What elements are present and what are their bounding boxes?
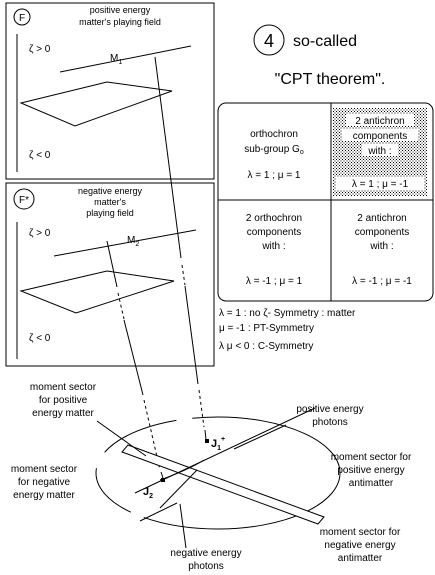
cell-2-bg-1 [346, 114, 414, 126]
panel-fstar-caption-2: matter's [94, 197, 126, 207]
panel-f-zeta-neg: ζ < 0 [29, 150, 51, 161]
symmetry-legend: λ = 1 : no ζ- Symmetry : matter μ = -1 :… [219, 308, 356, 352]
legend-line-2: μ = -1 : PT-Symmetry [219, 323, 314, 334]
legend-line-3: λ μ < 0 : C-Symmetry [219, 341, 313, 352]
moment-space: J1+ J2 [95, 407, 341, 549]
cell-4-line1: 2 antichron [357, 213, 406, 224]
label-neg-antimatter-2: negative energy [324, 540, 395, 551]
m1-projection-upper [154, 56, 182, 259]
label-pos-antimatter-1: moment sector for [331, 452, 412, 463]
cell-1-line2: sub-group Go [244, 144, 304, 156]
cell-2-line3: with : [367, 146, 391, 157]
leader-neg-photons [179, 503, 187, 549]
leader-neg-matter [139, 502, 178, 522]
j2-label: J2 [143, 486, 153, 500]
panel-f-m1-line [59, 45, 192, 73]
panel-f-caption-1: positive energy [90, 5, 151, 15]
cell-2-line2: components [353, 131, 407, 142]
label-neg-antimatter-1: moment sector for [320, 527, 401, 538]
panel-fstar-badge: F* [19, 195, 29, 206]
table-cell-4: 2 antichron components with : λ = -1 ; μ… [352, 213, 412, 287]
panel-f-caption-2: matter's playing field [79, 17, 161, 27]
m2-projection-hidden [117, 292, 125, 320]
panel-fstar-badge-circle [13, 188, 35, 210]
panel-f: F positive energy matter's playing field… [5, 2, 215, 180]
label-neg-matter-3: energy matter [13, 490, 75, 501]
cell-1-params: λ = 1 ; μ = 1 [247, 170, 300, 181]
table-cell-2: 2 antichron components with : λ = 1 ; μ … [336, 114, 424, 190]
m1-projection-mid [184, 285, 199, 385]
j1-label: J1+ [211, 436, 225, 452]
label-neg-photons-2: photons [188, 561, 224, 572]
cell-3-line3: with : [261, 241, 285, 252]
central-band [121, 444, 325, 525]
m2-projection-end [160, 471, 164, 479]
leader-pos-matter [96, 420, 147, 457]
label-pos-matter-2: for positive [39, 395, 88, 406]
leader-pos-photons [233, 424, 287, 450]
label-neg-photons-1: negative energy [170, 548, 241, 559]
title-number-circle [253, 24, 285, 56]
legend-line-1: λ = 1 : no ζ- Symmetry : matter [219, 308, 356, 319]
label-neg-antimatter-3: antimatter [338, 553, 383, 564]
m2-projection-upper [106, 240, 118, 288]
cell-4-params: λ = -1 ; μ = -1 [352, 276, 412, 287]
label-pos-matter-1: moment sector [30, 382, 97, 393]
title-block: 4 so-called "CPT theorem". [253, 24, 386, 88]
j2-point [161, 478, 165, 482]
panel-fstar-m2-line [53, 229, 197, 257]
panel-f-plane [19, 81, 173, 127]
cell-2-params: λ = 1 ; μ = -1 [352, 179, 409, 190]
m2-projection-mid [123, 319, 144, 396]
panel-fstar-caption-1: negative energy [78, 186, 143, 196]
panel-f-zeta-pos: ζ > 0 [29, 44, 51, 55]
group-table: orthochron sub-group Go λ = 1 ; μ = 1 2 … [217, 102, 434, 302]
panel-f-frame [5, 2, 215, 180]
cell-2-bg-2 [342, 129, 418, 141]
divider-line-2 [159, 469, 198, 509]
label-pos-antimatter-2: positive energy [337, 465, 404, 476]
panel-fstar-m2-label: M2 [127, 235, 139, 248]
table-cell-1: orthochron sub-group Go λ = 1 ; μ = 1 [244, 129, 304, 181]
m1-projection-dashed [198, 389, 205, 428]
cell-4-line2: components [355, 227, 409, 238]
projection-lines [106, 56, 207, 479]
panel-fstar-frame [5, 182, 215, 367]
panel-fstar-caption-3: playing field [86, 208, 134, 218]
cell-3-params: λ = -1 ; μ = 1 [246, 276, 303, 287]
panel-f-badge-circle [13, 8, 31, 26]
cell-3-line1: 2 orthochron [246, 213, 302, 224]
cell-3-line2: components [247, 227, 301, 238]
label-neg-matter-1: moment sector [11, 464, 78, 475]
title-number: 4 [264, 31, 274, 51]
cell-2-line1: 2 antichron [355, 116, 404, 127]
label-neg-matter-2: for negative [18, 477, 71, 488]
title-theorem: "CPT theorem". [275, 71, 386, 88]
sector-labels: moment sector for positive energy matter… [11, 382, 412, 572]
label-pos-photons-1: positive energy [296, 404, 363, 415]
panel-f-badge: F [19, 13, 25, 24]
panel-f-m1-label: M1 [110, 53, 122, 66]
label-pos-matter-3: energy matter [32, 408, 94, 419]
panel-fstar-zeta-pos: ζ > 0 [29, 228, 51, 239]
title-word: so-called [293, 33, 357, 50]
cell-1-line1: orthochron [250, 129, 298, 140]
label-pos-antimatter-3: antimatter [349, 478, 394, 489]
m1-projection-end [204, 429, 207, 441]
label-pos-photons-2: photons [312, 417, 348, 428]
cell-4-line3: with : [369, 241, 393, 252]
cell-2-bg-4 [336, 177, 424, 190]
moment-ellipse [95, 416, 341, 530]
cell-2-bg-3 [362, 144, 398, 156]
panel-fstar: F* negative energy matter's playing fiel… [5, 182, 215, 367]
panel-fstar-zeta-neg: ζ < 0 [29, 333, 51, 344]
panel-fstar-plane [19, 270, 175, 314]
j1-point [205, 439, 209, 443]
table-cell-3: 2 orthochron components with : λ = -1 ; … [246, 213, 303, 287]
